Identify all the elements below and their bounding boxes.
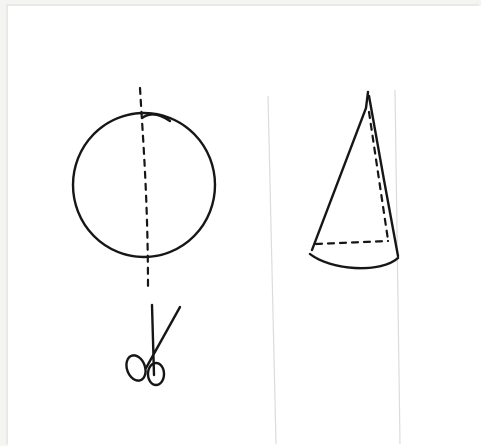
paper-fold-line-left <box>268 96 276 444</box>
cone-hidden-axis <box>369 112 388 240</box>
cone-right-edge <box>369 96 398 256</box>
scissors-icon <box>123 305 180 385</box>
cone-shape <box>310 92 398 268</box>
paper-fold-line-right <box>395 90 400 444</box>
circle-shape <box>73 113 215 257</box>
cone-left-edge <box>312 92 368 250</box>
cone-base-front-arc <box>310 254 398 268</box>
cone-base-back-line <box>316 241 388 244</box>
